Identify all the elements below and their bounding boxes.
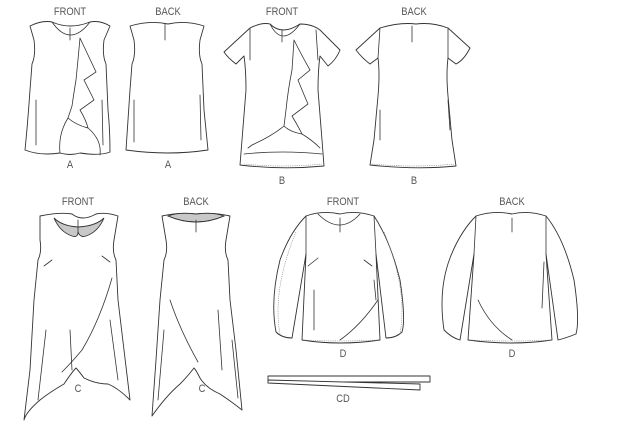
view-label-c-back: BACK (183, 196, 209, 208)
view-letter-sash-cd: CD (336, 393, 350, 405)
view-label-d-front: FRONT (326, 196, 360, 208)
garment-a-front (24, 21, 111, 156)
sash-cd (267, 375, 431, 391)
garment-d-front (273, 211, 405, 344)
view-label-a-back: BACK (155, 6, 181, 18)
view-letter-b-back: B (410, 175, 418, 187)
view-label-b-back: BACK (401, 6, 427, 18)
view-letter-a-back: A (164, 159, 172, 171)
view-label-a-front: FRONT (53, 6, 87, 18)
view-letter-d-back: D (508, 348, 516, 360)
garment-c-back (151, 212, 243, 417)
garment-a-back (125, 21, 209, 154)
view-label-b-front: FRONT (265, 6, 299, 18)
view-label-d-back: BACK (499, 196, 525, 208)
garment-b-front (223, 23, 341, 169)
view-letter-a-front: A (66, 159, 74, 171)
view-letter-d-front: D (339, 348, 347, 360)
view-letter-b-front: B (278, 175, 286, 187)
view-letter-c-back: C (198, 383, 206, 395)
view-label-c-front: FRONT (61, 196, 95, 208)
view-letter-c-front: C (74, 383, 82, 395)
garment-b-back (355, 23, 471, 169)
garment-c-front (23, 212, 131, 421)
garment-d-back (441, 211, 579, 344)
